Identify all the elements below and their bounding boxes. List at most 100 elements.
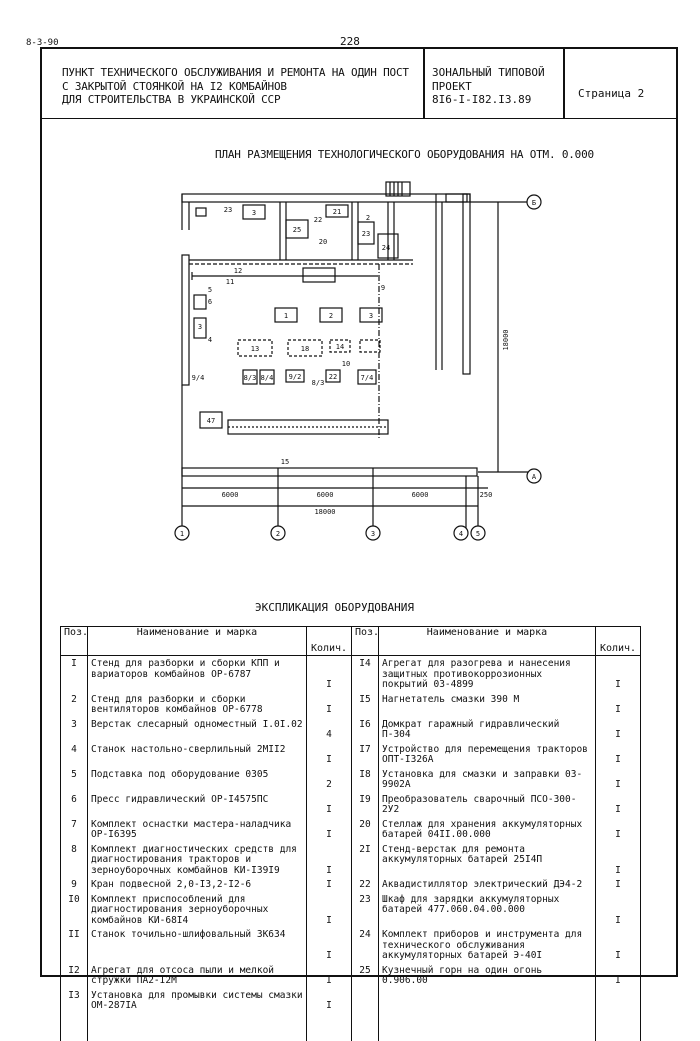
name-cell: Стенд для разборки и сборки КПП и вариат… xyxy=(87,655,307,692)
name-cell: Стенд-верстак для ремонта аккумуляторных… xyxy=(378,841,596,877)
pos-cell: 25 xyxy=(351,962,379,988)
qty-cell xyxy=(595,1012,641,1041)
title-block-divider xyxy=(563,47,565,119)
equipment-mark: 24 xyxy=(382,244,390,252)
pos-cell: 20 xyxy=(351,816,379,842)
table-row xyxy=(60,1012,641,1041)
name-cell: Аквадистиллятор электрический ДЭ4-2 xyxy=(378,877,596,892)
equipment-mark: 47 xyxy=(207,417,215,425)
pos-cell xyxy=(60,1012,88,1041)
equipment-mark: 11 xyxy=(226,278,234,286)
equipment-mark: 2 xyxy=(329,312,333,320)
pos-cell: 9 xyxy=(60,877,88,892)
pos-cell xyxy=(351,1012,379,1041)
table-header-row: Поз. Наименование и марка Колич. Поз. На… xyxy=(60,626,641,656)
axis-label: 3 xyxy=(371,530,375,538)
equipment-mark: 4 xyxy=(208,336,212,344)
qty-cell: I xyxy=(595,816,641,842)
pos-cell: 5 xyxy=(60,766,88,792)
equipment-mark: 9/4 xyxy=(192,374,205,382)
equipment-mark: 12 xyxy=(234,267,242,275)
page-label: Страница 2 xyxy=(578,87,645,100)
axis-label: А xyxy=(532,473,537,481)
axis-label: 2 xyxy=(276,530,280,538)
equipment-mark: 8/3 xyxy=(312,379,325,387)
pos-cell: I8 xyxy=(351,766,379,792)
name-cell: Станок точильно-шлифовальный 3К634 xyxy=(87,927,307,963)
name-cell: Комплект оснастки мастера-наладчика ОР-I… xyxy=(87,816,307,842)
name-cell: Устройство для перемещения тракторов ОПТ… xyxy=(378,741,596,767)
pos-cell: I6 xyxy=(351,716,379,742)
table-body: I Стенд для разборки и сборки КПП и вариа… xyxy=(60,655,641,1041)
equipment-mark: 5 xyxy=(208,286,212,294)
name-cell xyxy=(378,987,596,1013)
qty-cell: I xyxy=(306,841,352,877)
axis-marker xyxy=(526,194,542,210)
col-header-qty: Колич. xyxy=(306,626,352,656)
qty-cell: I xyxy=(595,766,641,792)
qty-cell: I xyxy=(595,877,641,892)
axis-marker xyxy=(270,525,286,541)
equipment-mark: 9 xyxy=(381,284,385,292)
qty-cell: I xyxy=(595,691,641,717)
wall-west xyxy=(181,254,190,386)
equipment-table: Поз. Наименование и марка Колич. Поз. На… xyxy=(60,626,641,1041)
name-cell: Домкрат гаражный гидравлический П-304 xyxy=(378,716,596,742)
plan-title: ПЛАН РАЗМЕЩЕНИЯ ТЕХНОЛОГИЧЕСКОГО ОБОРУДО… xyxy=(215,148,594,161)
qty-cell: I xyxy=(306,927,352,963)
axis-marker xyxy=(526,468,542,484)
pos-cell: 7 xyxy=(60,816,88,842)
pos-cell: 8 xyxy=(60,841,88,877)
equipment-mark: 21 xyxy=(333,208,341,216)
pos-cell: I7 xyxy=(351,741,379,767)
qty-cell: I xyxy=(306,962,352,988)
equipment-mark: 23 xyxy=(362,230,370,238)
col-header-name: Наименование и марка xyxy=(378,626,596,656)
qty-cell: I xyxy=(595,791,641,817)
equipment-mark: 9/2 xyxy=(289,373,302,381)
axis-marker xyxy=(174,525,190,541)
qty-cell: I xyxy=(306,877,352,892)
pos-cell: 4 xyxy=(60,741,88,767)
name-cell: Стенд для разборки и сборки вентиляторов… xyxy=(87,691,307,717)
pos-cell: II xyxy=(60,927,88,963)
equipment-mark: 22 xyxy=(314,216,322,224)
qty-cell: I xyxy=(595,891,641,927)
pos-cell: 6 xyxy=(60,791,88,817)
sheet-page-number: 228 xyxy=(340,35,360,48)
qty-cell xyxy=(306,1012,352,1041)
dimension-label: 18000 xyxy=(314,508,335,516)
name-cell xyxy=(378,1012,596,1041)
dimension-label: 250 xyxy=(480,491,493,499)
pos-cell: 22 xyxy=(351,877,379,892)
pos-cell: I3 xyxy=(60,987,88,1013)
name-cell: Комплект диагностических средств для диа… xyxy=(87,841,307,877)
name-cell: Комплект приборов и инструмента для техн… xyxy=(378,927,596,963)
project-code: ЗОНАЛЬНЫЙ ТИПОВОЙ ПРОЕКТ 8I6-I-I82.I3.89 xyxy=(432,66,545,106)
equipment-mark: 10 xyxy=(342,360,350,368)
equipment-mark: 3 xyxy=(369,312,373,320)
pos-cell: 23 xyxy=(351,891,379,927)
pos-cell: I2 xyxy=(60,962,88,988)
dimension-label: 6000 xyxy=(412,491,429,499)
col-header-name: Наименование и марка xyxy=(87,626,307,656)
equipment-mark: 22 xyxy=(329,373,337,381)
title-block xyxy=(40,47,678,119)
name-cell: Верстак слесарный одноместный I.0I.02 xyxy=(87,716,307,742)
name-cell: Станок настольно-сверлильный 2МII2 xyxy=(87,741,307,767)
equipment-mark: 8/3 xyxy=(244,374,257,382)
col-header-pos: Поз. xyxy=(60,626,88,656)
wall-east xyxy=(462,193,471,375)
pos-cell xyxy=(351,987,379,1013)
name-cell: Нагнетатель смазки 390 М xyxy=(378,691,596,717)
pos-cell: I9 xyxy=(351,791,379,817)
equipment-mark: 1 xyxy=(284,312,288,320)
qty-cell: I xyxy=(306,816,352,842)
